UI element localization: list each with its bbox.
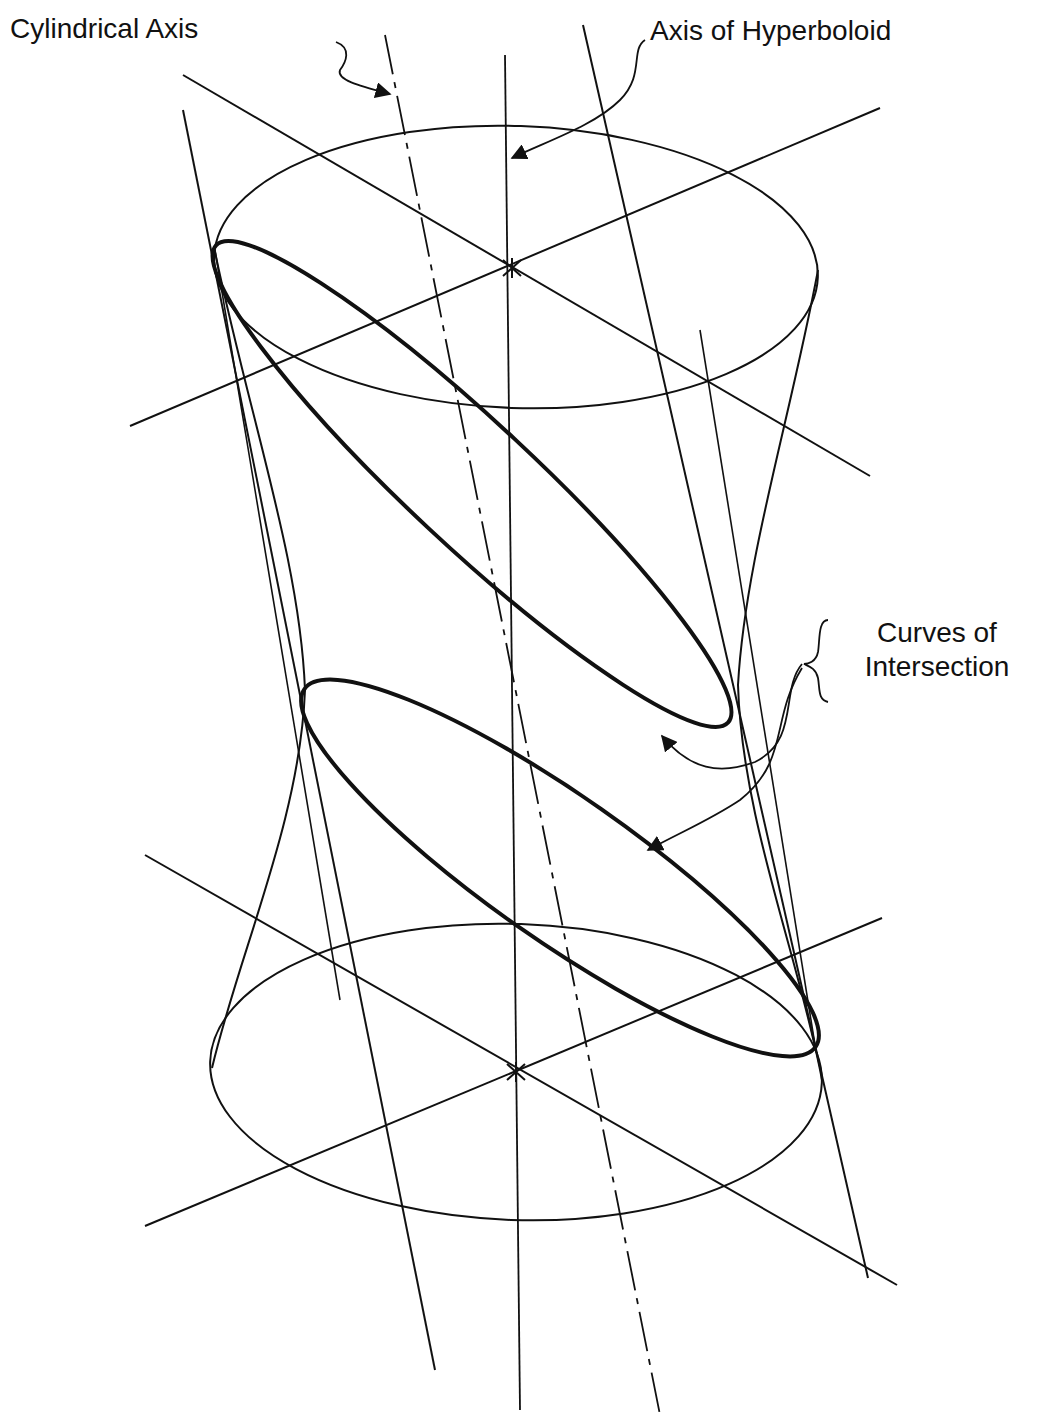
callout-label: Curves of Intersection	[832, 616, 1042, 683]
leader-line	[512, 40, 645, 158]
cylindrical-axis	[385, 35, 660, 1415]
leader-line	[662, 664, 802, 769]
brace	[804, 620, 828, 702]
intersection-curve	[174, 200, 771, 768]
axis-label: Cylindrical Axis	[10, 12, 198, 46]
centre-mark	[503, 258, 521, 278]
cross-line	[145, 918, 882, 1226]
centre-mark	[507, 1062, 525, 1082]
bottom-ellipse	[205, 913, 827, 1230]
cross-line	[130, 108, 880, 426]
hyperboloid-right-side	[738, 270, 822, 1080]
generator-line	[583, 25, 868, 1278]
cross-line	[183, 75, 870, 476]
generator-line	[215, 250, 340, 1000]
axis-label: Axis of Hyperboloid	[650, 14, 891, 48]
leader-line	[648, 668, 802, 850]
leader-line	[336, 42, 390, 94]
hyperboloid-left-side	[212, 252, 305, 1068]
intersection-curve	[263, 630, 857, 1106]
cross-line	[145, 855, 897, 1285]
top-ellipse	[209, 116, 822, 419]
generator-line	[183, 110, 435, 1370]
